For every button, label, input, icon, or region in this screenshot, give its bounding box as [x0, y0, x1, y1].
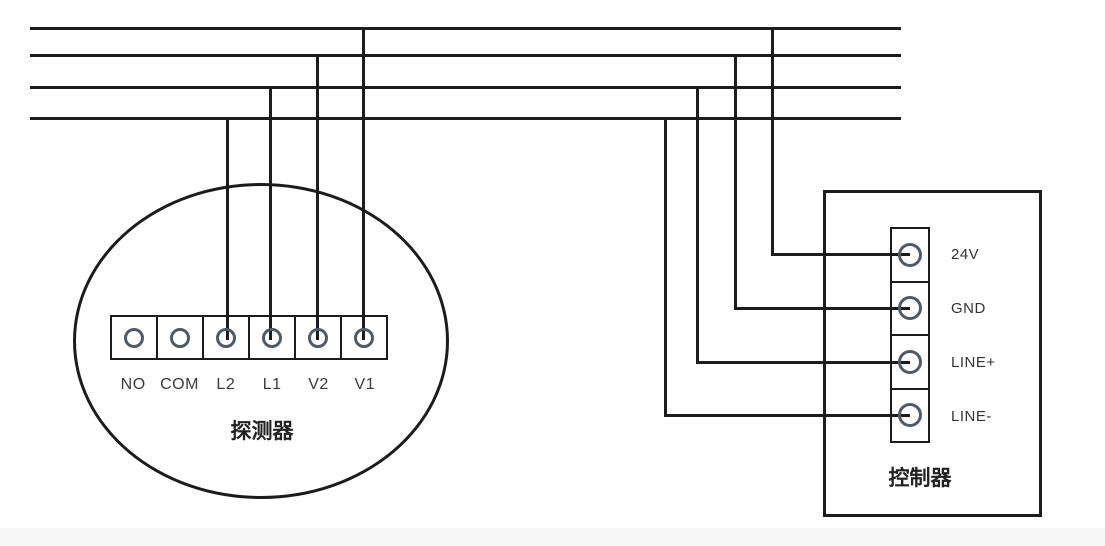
bus-line-3 [30, 86, 901, 89]
detector-terminal-labels: NO COM L2 L1 V2 V1 [110, 376, 388, 394]
screw-terminal-icon [170, 327, 190, 348]
terminal-cell-24v [892, 229, 928, 283]
controller-outline [823, 190, 1042, 517]
controller-terminal-block [890, 227, 930, 443]
terminal-label-v2: V2 [308, 376, 329, 393]
wire-gnd-horizontal [734, 307, 910, 310]
background-shade [0, 528, 1105, 546]
terminal-cell-v1 [342, 317, 386, 358]
terminal-label-lineminus: LINE- [951, 408, 992, 425]
terminal-label-lineplus: LINE+ [951, 354, 996, 371]
wire-24v-horizontal [771, 253, 910, 256]
detector-terminal-block [110, 315, 388, 360]
terminal-cell-lineplus [892, 336, 928, 390]
terminal-label-com: COM [160, 376, 199, 393]
terminal-cell-v2 [296, 317, 342, 358]
controller-title: 控制器 [888, 467, 952, 490]
screw-terminal-icon [308, 327, 328, 348]
screw-terminal-icon [124, 327, 144, 348]
screw-terminal-icon [898, 296, 922, 321]
screw-terminal-icon [898, 403, 922, 428]
wire-lineplus-horizontal [696, 361, 910, 364]
bus-line-2 [30, 54, 901, 57]
terminal-cell-l2 [204, 317, 250, 358]
detector-outline [73, 183, 449, 499]
bus-line-1 [30, 27, 901, 30]
terminal-cell-com [158, 317, 204, 358]
terminal-cell-l1 [250, 317, 296, 358]
wire-24v-vertical [771, 27, 774, 256]
screw-terminal-icon [262, 327, 282, 348]
wire-gnd-vertical [734, 54, 737, 310]
terminal-label-no: NO [120, 376, 146, 393]
terminal-label-v1: V1 [354, 376, 376, 393]
terminal-label-l2: L2 [216, 376, 236, 393]
wire-lineminus-vertical [664, 117, 667, 417]
terminal-label-gnd: GND [951, 300, 986, 317]
terminal-cell-lineminus [892, 390, 928, 442]
bus-line-4 [30, 117, 901, 120]
terminal-label-l1: L1 [262, 376, 282, 393]
wire-lineminus-horizontal [664, 414, 910, 417]
screw-terminal-icon [216, 327, 236, 348]
detector-title: 探测器 [230, 420, 294, 443]
screw-terminal-icon [898, 349, 922, 374]
terminal-cell-gnd [892, 283, 928, 336]
screw-terminal-icon [898, 242, 922, 267]
screw-terminal-icon [354, 327, 374, 348]
wire-lineplus-vertical [696, 86, 699, 364]
wire-v1-drop [362, 27, 365, 340]
terminal-label-24v: 24V [951, 246, 980, 263]
terminal-cell-no [112, 317, 158, 358]
